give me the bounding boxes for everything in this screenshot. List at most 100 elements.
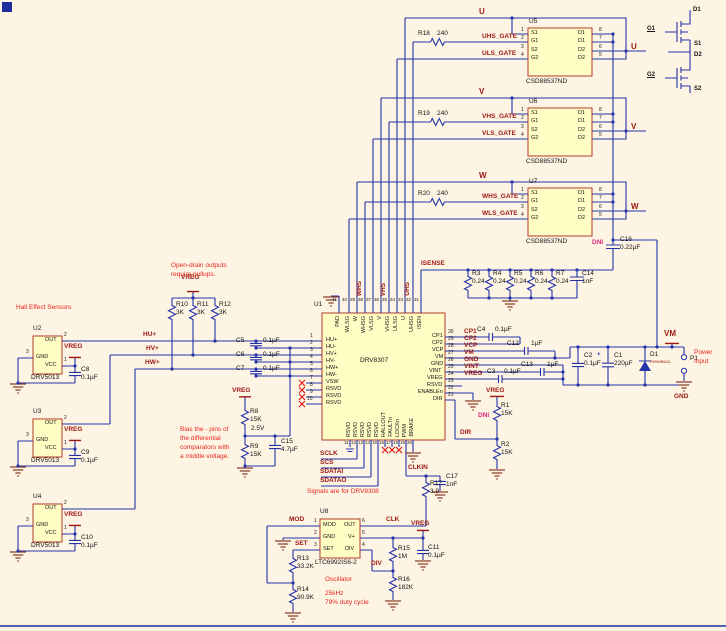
label-rsvd: RSVD	[353, 421, 359, 437]
label-d1: D1	[650, 351, 659, 358]
label-r11: R11	[197, 301, 209, 308]
label-sdatao: SDATAO	[320, 477, 347, 484]
label-7: 7	[310, 375, 313, 381]
label-d1: D1	[578, 30, 586, 36]
label-sclk: SCLK	[320, 450, 338, 457]
label-d2: D2	[578, 127, 586, 133]
label-15k: 15K	[501, 410, 513, 417]
label-wlsg: WLSG	[345, 316, 351, 333]
label-rsvd: RSVD	[367, 421, 373, 437]
label-35: 35	[382, 297, 388, 302]
label-u4: U4	[33, 493, 42, 500]
label-vreg: VREG	[181, 274, 200, 281]
label-24: 24	[448, 371, 454, 377]
label-power: Power	[694, 349, 713, 356]
label-27: 27	[448, 350, 454, 356]
label-1: 1	[310, 333, 313, 339]
label-d2: D2	[578, 207, 586, 213]
label-g2: G2	[531, 215, 539, 221]
label-r5: R5	[514, 270, 523, 277]
label-mod: MOD	[323, 522, 336, 528]
label-1µf: 1µF	[547, 361, 559, 368]
label-w: W	[631, 202, 639, 211]
label-v: V	[377, 316, 383, 320]
label-c5: C5	[236, 337, 245, 344]
label-whs-gate: WHS_GATE	[482, 193, 519, 200]
label-csd88537nd: CSD88537ND	[526, 238, 568, 245]
label-vreg: VREG	[464, 370, 483, 377]
label-0.24: 0.24	[493, 278, 506, 285]
label-r7: R7	[556, 270, 565, 277]
label-dni: DNI	[592, 239, 604, 246]
label-r13: R13	[297, 555, 309, 562]
label-signals-are-for-drv8308: Signals are for DRV8308	[307, 488, 379, 495]
label-vreg: VREG	[64, 343, 83, 350]
label-g2: G2	[647, 72, 656, 78]
label-rsvd: RSVD	[346, 421, 352, 437]
label-r3: R3	[472, 270, 481, 277]
label-mod: MOD	[289, 516, 305, 523]
label-1: 1	[521, 107, 524, 113]
label-v: V	[479, 87, 485, 96]
label-3: 3	[310, 347, 313, 353]
label-vreg: VREG	[411, 520, 430, 527]
label-1: 1	[64, 357, 67, 363]
label-vm: VM	[664, 329, 676, 338]
label-c15: C15	[281, 438, 293, 445]
label-10: 10	[307, 396, 313, 402]
label-ulsg: ULSG	[393, 316, 399, 331]
label-faultn: FAULTn	[388, 417, 394, 437]
label-c3: C3	[487, 368, 496, 375]
label-15k: 15K	[501, 449, 513, 456]
label-s1: S1	[531, 190, 538, 196]
label-s2: S2	[531, 207, 538, 213]
label-gnd: GND	[431, 361, 444, 367]
label-40: 40	[342, 297, 348, 302]
label-36: 36	[374, 297, 380, 302]
label-r1: R1	[501, 402, 510, 409]
label-0.1µf: 0.1µF	[504, 368, 521, 375]
label-33: 33	[398, 297, 404, 302]
label-3.9: 3.9	[430, 488, 440, 495]
label-4.7µf: 4.7µF	[281, 446, 298, 453]
label-30: 30	[448, 329, 454, 335]
label-d1: D1	[578, 190, 586, 196]
label-37: 37	[366, 297, 372, 302]
label-8: 8	[599, 27, 602, 33]
label-u6: U6	[529, 98, 538, 105]
label-out: OUT	[45, 505, 57, 511]
label-dir: DIR	[460, 429, 472, 436]
label-vreg: VREG	[427, 375, 443, 381]
label-vreg: VREG	[64, 511, 83, 518]
label-c16: C16	[620, 236, 632, 243]
label-v+: V+	[348, 534, 355, 540]
label-s2: S2	[531, 47, 538, 53]
label-c4: C4	[477, 326, 486, 333]
label-0.24: 0.24	[514, 278, 527, 285]
label-3: 3	[521, 204, 524, 210]
label-input: Input	[694, 358, 709, 365]
label-u3: U3	[33, 408, 42, 415]
label-pwm: PWM	[402, 423, 408, 437]
label-d1: D1	[578, 118, 586, 124]
label-require-pullups.: require pullups.	[171, 271, 216, 278]
label-vhs-gate: VHS_GATE	[482, 113, 517, 120]
label-vls-gate: VLS_GATE	[482, 130, 516, 137]
label-20: 20	[407, 440, 413, 445]
label-isense: ISENSE	[421, 260, 445, 267]
label-vlsg: VLSG	[369, 316, 375, 331]
label-0.1µf: 0.1µF	[81, 374, 98, 381]
label-r19: R19	[418, 110, 430, 117]
label-vreg: VREG	[486, 387, 505, 394]
label-4: 4	[521, 132, 524, 138]
label-1µf: 1µF	[531, 340, 543, 347]
label-dir: DIR	[433, 396, 443, 402]
label-5: 5	[310, 361, 313, 367]
label-0.1µf: 0.1µF	[81, 457, 98, 464]
label-d2: D2	[578, 135, 586, 141]
label-0.1µf: 0.1µF	[495, 326, 512, 333]
label-cp2: CP2	[464, 335, 477, 342]
label-w: W	[353, 316, 359, 322]
label-c13: C13	[521, 361, 533, 368]
